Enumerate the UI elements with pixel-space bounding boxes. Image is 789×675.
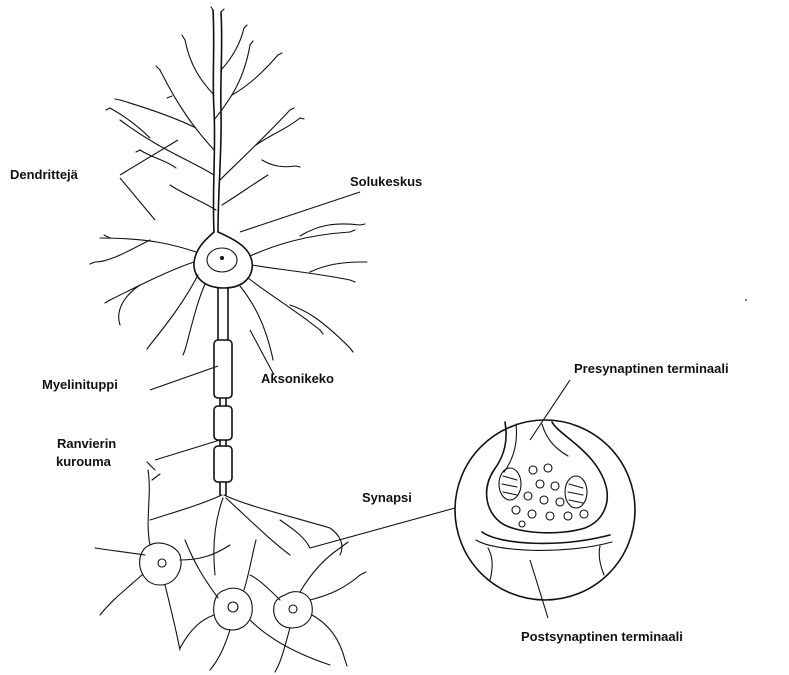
- label-synapse: Synapsi: [362, 490, 412, 505]
- myelin-segment-2: [214, 406, 232, 440]
- label-myelin: Myelinituppi: [42, 377, 118, 392]
- label-ranvier-2: kurouma: [56, 454, 112, 469]
- axon-terminals: [150, 495, 330, 575]
- synapse-circle: [455, 420, 635, 600]
- synapse-magnified: [455, 420, 635, 600]
- myelin-segment-1: [214, 340, 232, 398]
- label-soma: Solukeskus: [350, 174, 422, 189]
- axon: [214, 288, 232, 495]
- label-dendrites: Dendrittejä: [10, 167, 79, 182]
- label-presynaptic: Presynaptinen terminaali: [574, 361, 729, 376]
- stray-dot: [745, 299, 747, 301]
- label-ranvier-1: Ranvierin: [57, 436, 116, 451]
- apical-dendrite-tree: [106, 7, 304, 232]
- target-neurons: [95, 462, 366, 672]
- label-postsynaptic: Postsynaptinen terminaali: [521, 629, 683, 644]
- label-axon-hillock: Aksonikeko: [261, 371, 334, 386]
- myelin-segment-3: [214, 446, 232, 482]
- soma-body: [194, 232, 252, 288]
